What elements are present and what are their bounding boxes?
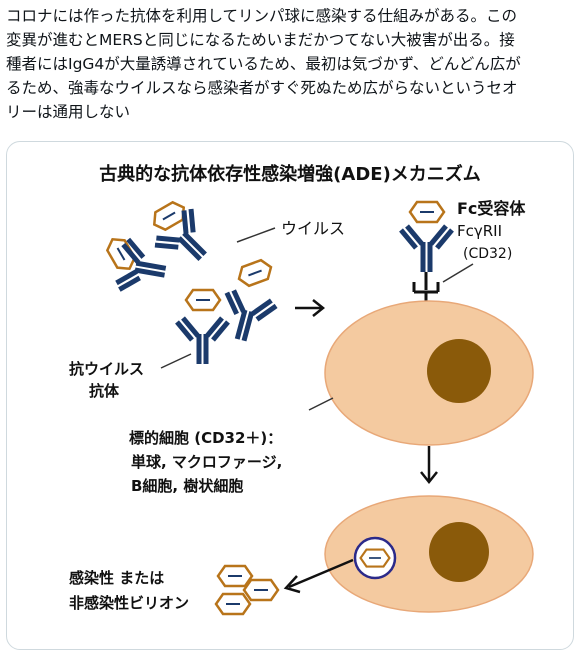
infected-cell: [324, 495, 534, 613]
antibody-icon: [401, 226, 452, 272]
receptor-icon: [412, 272, 440, 304]
post-line: コロナには作った抗体を利用してリンパ球に感染する仕組みがある。この: [6, 7, 518, 25]
virion-icon: [214, 592, 252, 616]
virus-icon: [234, 256, 276, 290]
arrow-down-icon: [420, 446, 438, 485]
target-label: 標的細胞 (CD32＋)：: [129, 429, 282, 447]
virion-label: 感染性 または: [69, 569, 164, 587]
target-cell: [324, 300, 534, 446]
antibody-label: 抗体: [89, 382, 120, 400]
target-label: 単球, マクロファージ,: [131, 453, 282, 471]
post-text: コロナには作った抗体を利用してリンパ球に感染する仕組みがある。この 変異が進むと…: [0, 4, 578, 124]
ade-diagram: 古典的な抗体依存性感染増強(ADE)メカニズム ウイルス 抗ウイルス 抗体: [69, 163, 534, 616]
antibody-label: 抗ウイルス: [69, 360, 144, 378]
nucleus: [427, 339, 491, 403]
receptor-label: Fc受容体: [457, 199, 526, 218]
nucleus: [429, 522, 489, 582]
arrow-out-icon: [283, 558, 354, 594]
virus-icon: [408, 200, 446, 224]
receptor-label: FcγRII: [457, 222, 502, 240]
virion-icon: [242, 578, 280, 602]
diagram-title: 古典的な抗体依存性感染増強(ADE)メカニズム: [99, 163, 481, 185]
post-line: るため、強毒なウイルスなら感染者がすぐ死ぬため広がらないというセオ: [6, 79, 518, 97]
antibody-icon: [216, 289, 277, 347]
post-line: 種者にはIgG4が大量誘導されているため、最初は気づかず、どんどん広が: [6, 55, 521, 73]
attached-image[interactable]: 古典的な抗体依存性感染増強(ADE)メカニズム ウイルス 抗ウイルス 抗体: [6, 141, 574, 650]
post-line: 変異が進むとMERSと同じになるためいまだかつてない大被害が出る。接: [6, 31, 515, 49]
virus-icon: [184, 288, 222, 312]
post-line: リーは通用しない: [6, 103, 131, 121]
target-label: B細胞, 樹状細胞: [131, 477, 243, 495]
receptor-label: (CD32): [463, 246, 512, 262]
virus-label: ウイルス: [281, 219, 345, 238]
virion-icon: [216, 564, 254, 588]
arrow-right-icon: [295, 299, 326, 317]
virion-label: 非感染性ビリオン: [69, 594, 189, 612]
